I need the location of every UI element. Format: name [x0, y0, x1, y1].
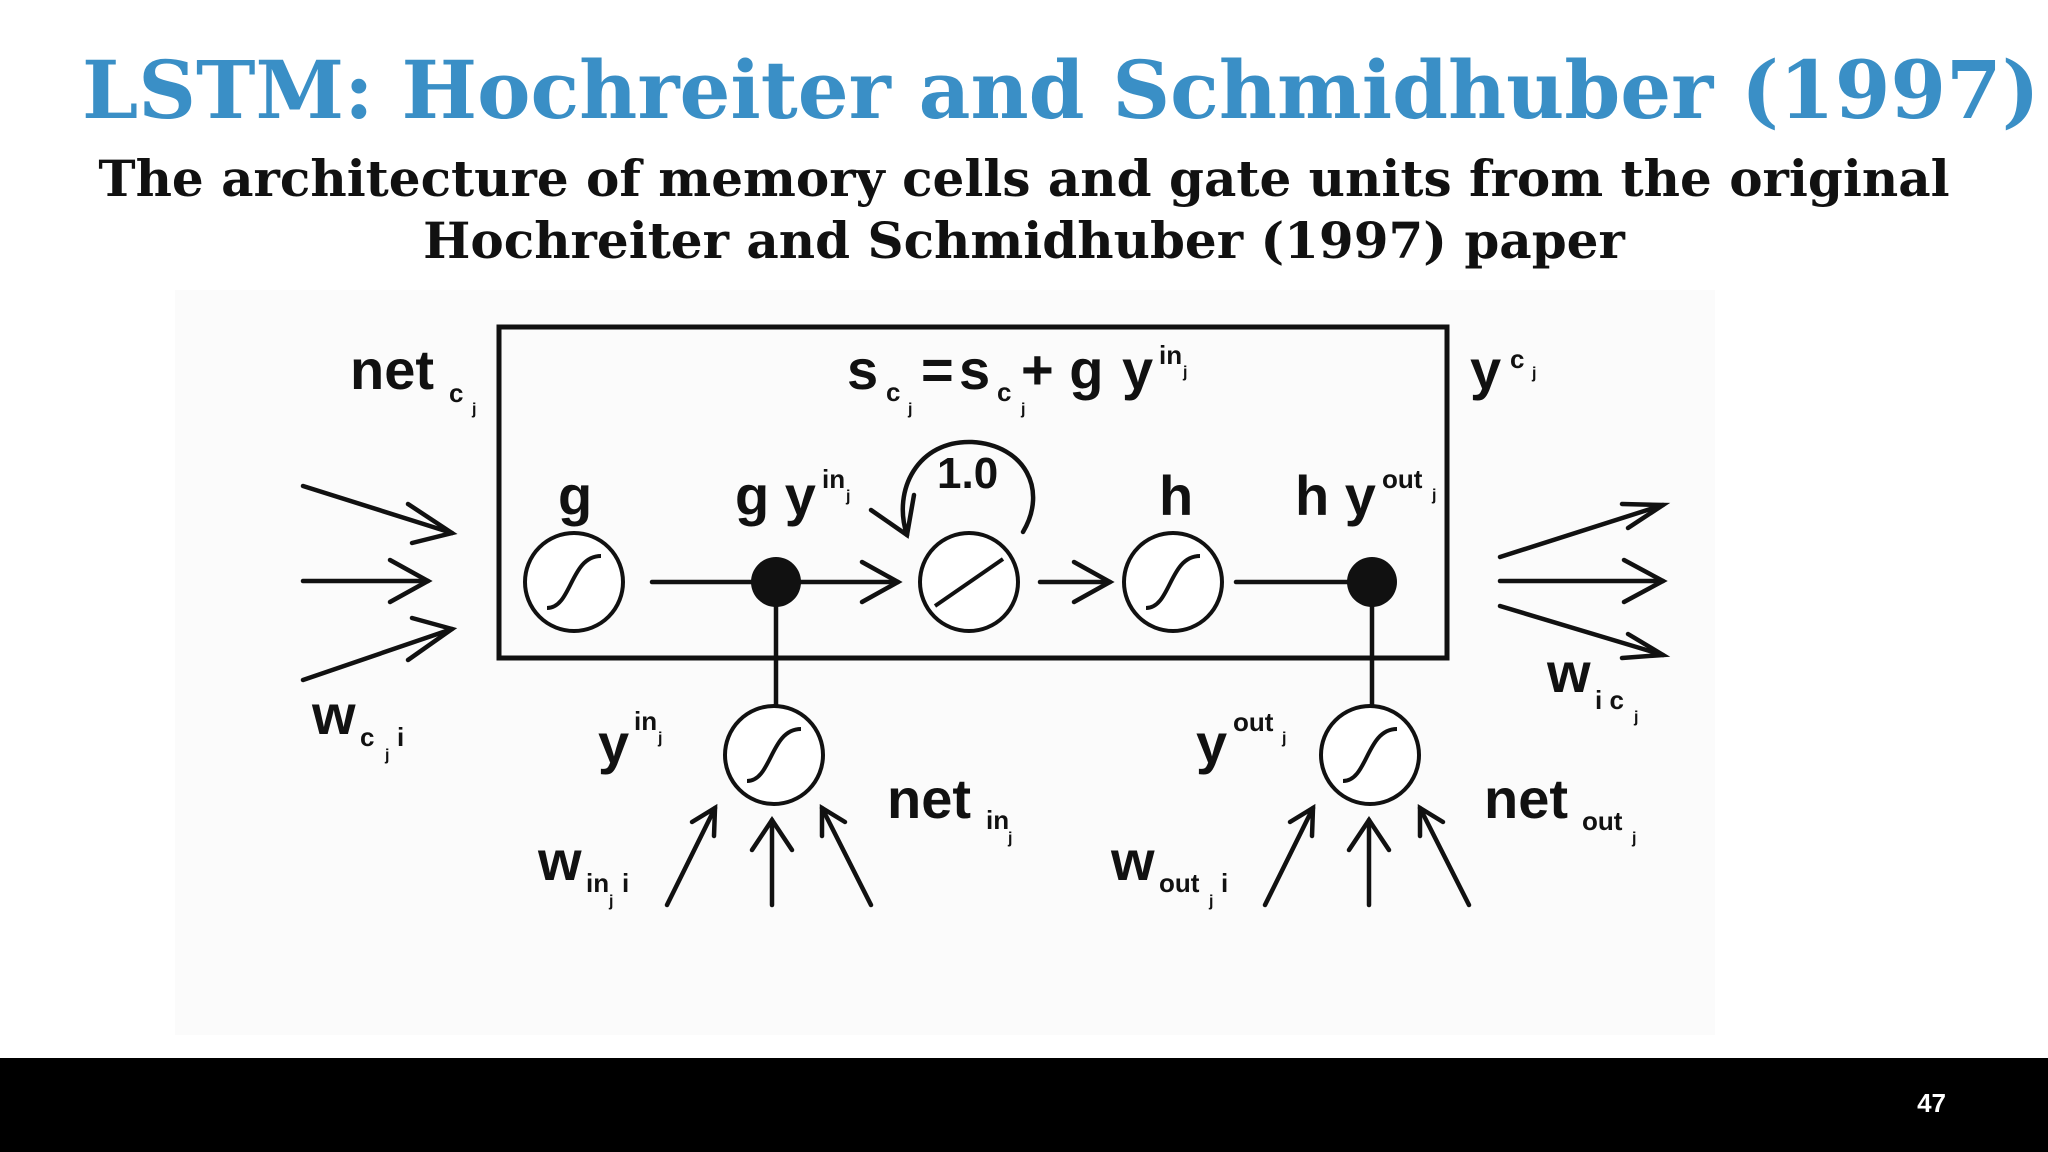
svg-text:c: c — [360, 722, 374, 752]
svg-text:=: = — [921, 338, 954, 401]
svg-text:w: w — [311, 683, 356, 746]
g-squash-unit — [523, 531, 625, 633]
svg-text:j: j — [1631, 830, 1636, 847]
label-g-yin: g y in j — [735, 464, 850, 527]
output-arrowhead — [1619, 631, 1671, 661]
input-arrowhead — [405, 615, 458, 663]
input-arrowhead — [387, 557, 433, 605]
svg-text:net: net — [350, 338, 434, 401]
svg-text:j: j — [1208, 893, 1213, 910]
svg-text:j: j — [1531, 365, 1536, 382]
h-squash-unit — [1122, 531, 1224, 633]
svg-text:net: net — [887, 767, 971, 830]
svg-text:in: in — [822, 464, 845, 494]
slide-title: LSTM: Hochreiter and Schmidhuber (1997) — [82, 43, 2040, 137]
label-h: h — [1159, 464, 1193, 527]
label-net-out: net out j — [1484, 767, 1636, 847]
input-gate-unit — [723, 704, 825, 806]
svg-text:y: y — [1122, 338, 1153, 401]
svg-text:w: w — [1546, 641, 1591, 704]
svg-text:out: out — [1382, 464, 1423, 494]
svg-text:j: j — [1182, 364, 1187, 381]
output-arrow — [1497, 502, 1666, 560]
svg-text:i: i — [1221, 868, 1228, 898]
svg-text:w: w — [1110, 829, 1155, 892]
self-recurrent-loop — [868, 439, 1036, 539]
svg-text:w: w — [537, 829, 582, 892]
svg-text:y: y — [598, 712, 629, 775]
lstm-figure-panel — [175, 290, 1715, 1035]
svg-text:out: out — [1159, 868, 1200, 898]
svg-text:in: in — [634, 706, 657, 736]
label-w-out-j-i: w out j i — [1110, 829, 1228, 910]
output-arrows-right — [1497, 501, 1671, 661]
memory-cell-box — [496, 324, 1450, 661]
svg-text:j: j — [608, 893, 613, 910]
svg-text:j: j — [907, 401, 912, 418]
svg-text:in: in — [986, 805, 1009, 835]
label-state-equation: s c j = s c j + g y in j — [847, 338, 1187, 418]
svg-text:c: c — [449, 378, 463, 408]
svg-text:j: j — [1281, 730, 1286, 747]
svg-text:j: j — [471, 401, 476, 418]
input-arrow — [300, 483, 455, 536]
svg-text:net: net — [1484, 767, 1568, 830]
svg-text:s: s — [959, 338, 990, 401]
label-h-yout: h y out j — [1295, 464, 1436, 527]
svg-text:j: j — [1020, 401, 1025, 418]
svg-text:c: c — [886, 377, 900, 407]
label-g: g — [558, 464, 592, 527]
output-arrowhead — [1619, 501, 1671, 531]
label-net-c: net c j — [350, 338, 476, 418]
svg-text:j: j — [845, 488, 850, 505]
svg-text:i: i — [397, 722, 404, 752]
state-arrowhead — [859, 559, 903, 605]
label-y-in: y in j — [598, 706, 662, 775]
input-arrow — [300, 626, 455, 683]
svg-text:in: in — [586, 868, 609, 898]
svg-text:j: j — [1007, 830, 1012, 847]
slide-subtitle-line1: The architecture of memory cells and gat… — [98, 149, 1950, 208]
multiplicative-gate-output — [1347, 557, 1397, 607]
svg-text:i: i — [622, 868, 629, 898]
label-w-in-j-i: w in j i — [537, 829, 629, 910]
svg-text:y: y — [1470, 338, 1501, 401]
page-number: 47 — [1917, 1088, 1946, 1118]
label-self-loop-weight: 1.0 — [937, 449, 998, 498]
output-arrowhead — [1621, 557, 1668, 605]
svg-text:out: out — [1582, 806, 1623, 836]
input-gate-arrows — [664, 803, 874, 908]
multiplicative-gate-input — [751, 557, 801, 607]
input-arrowhead — [405, 501, 458, 546]
label-net-in: net in j — [887, 767, 1012, 847]
output-gate-arrows — [1262, 803, 1472, 908]
output-arrow — [1497, 603, 1666, 658]
label-w-c-j-i: w c j i — [311, 683, 404, 764]
svg-text:j: j — [384, 747, 389, 764]
state-unit — [918, 531, 1020, 633]
svg-text:j: j — [657, 730, 662, 747]
svg-text:h y: h y — [1295, 464, 1376, 527]
svg-text:j: j — [1633, 709, 1638, 726]
svg-text:c: c — [1510, 344, 1524, 374]
h-arrowhead — [1071, 559, 1115, 605]
svg-text:in: in — [1159, 340, 1182, 370]
label-y-out: y out j — [1196, 707, 1286, 775]
svg-text:i c: i c — [1595, 685, 1624, 715]
svg-text:s: s — [847, 338, 878, 401]
svg-text:c: c — [997, 377, 1011, 407]
output-gate-unit — [1319, 704, 1421, 806]
svg-text:+ g: + g — [1021, 338, 1103, 401]
svg-text:out: out — [1233, 707, 1274, 737]
label-w-i-c-j: w i c j — [1546, 641, 1638, 726]
svg-text:y: y — [1196, 712, 1227, 775]
input-arrows-left — [300, 483, 458, 683]
svg-text:g y: g y — [735, 464, 816, 527]
label-y-c: y c j — [1470, 338, 1536, 401]
slide-subtitle-line2: Hochreiter and Schmidhuber (1997) paper — [423, 211, 1625, 270]
svg-text:j: j — [1431, 487, 1436, 504]
footer-bar — [0, 1058, 2048, 1152]
